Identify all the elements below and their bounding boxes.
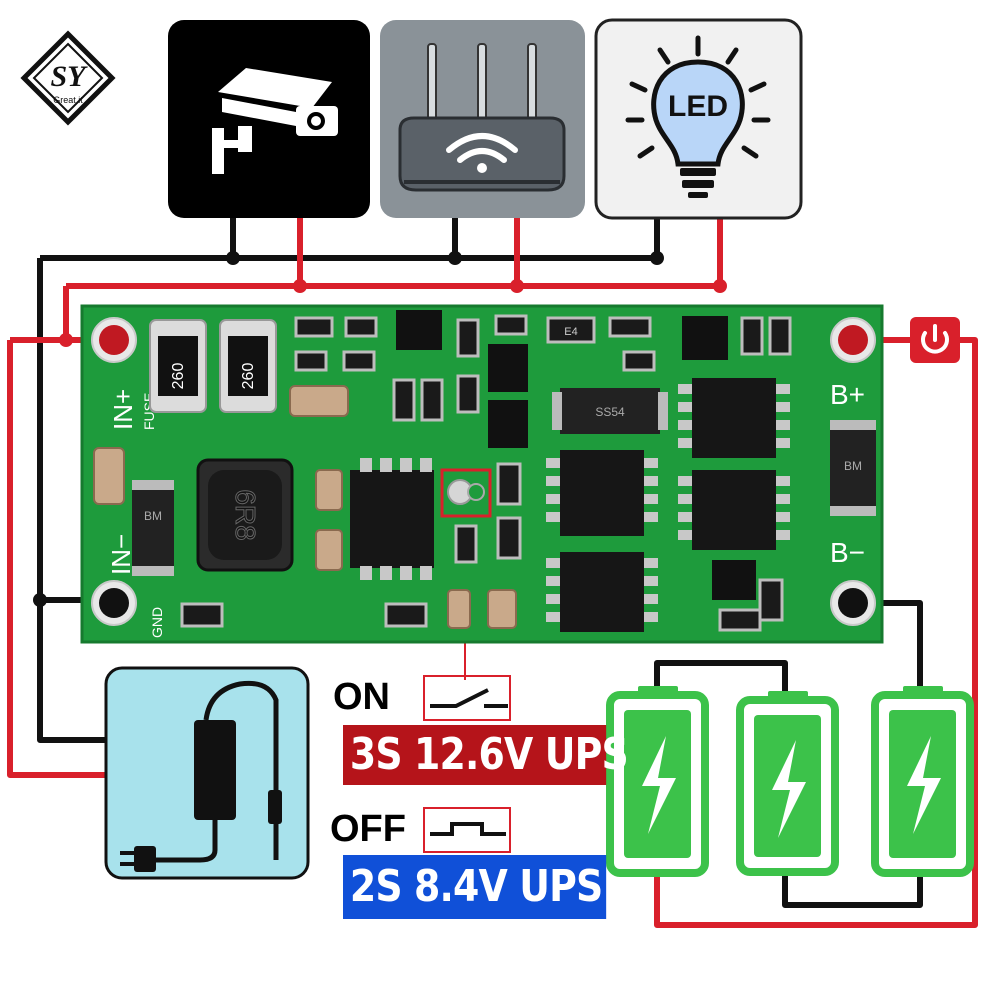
mode-2s-label: 2S 8.4V UPS <box>343 855 607 919</box>
battery-icon <box>736 691 839 876</box>
svg-text:E4: E4 <box>564 326 577 338</box>
capacitors <box>93 385 517 629</box>
svg-text:SS54: SS54 <box>595 405 625 419</box>
label-in-plus: IN+ <box>108 389 138 430</box>
diode: BM <box>830 420 876 516</box>
switch-off-label: OFF <box>330 808 406 850</box>
label-b-plus: B+ <box>830 379 865 410</box>
logo-tagline: Great it <box>53 95 83 105</box>
led-text: LED <box>668 90 728 123</box>
svg-text:260: 260 <box>240 363 257 390</box>
inductor: 6R8 <box>196 458 294 572</box>
mode-3s-label: 3S 12.6V UPS <box>343 725 629 785</box>
schottky-diode: SS54 <box>552 388 668 434</box>
brand-logo: SY Great it <box>20 30 116 126</box>
batteries <box>606 686 974 877</box>
label-gnd: GND <box>149 607 165 638</box>
battery-icon <box>871 686 974 877</box>
label-b-minus: B− <box>830 537 865 568</box>
label-in-minus: IN− <box>106 534 136 575</box>
e4-part: E4 <box>546 316 596 344</box>
logo-letters: SY <box>50 60 88 93</box>
ups-pcb-board: IN+ FUSE IN− GND B+ B− 260 260 6R8 BM <box>80 304 884 644</box>
led-bulb-icon: LED <box>594 18 803 220</box>
ic-chips <box>350 378 790 632</box>
power-adapter-icon <box>104 666 310 880</box>
wifi-router-icon <box>380 20 585 218</box>
diode: BM <box>132 480 174 576</box>
fuse-component: 260 <box>219 319 277 413</box>
svg-text:BM: BM <box>844 459 862 473</box>
switch-off-symbol <box>423 807 511 853</box>
cctv-camera-icon <box>168 20 370 218</box>
svg-text:BM: BM <box>144 509 162 523</box>
switch-on-symbol <box>423 675 511 721</box>
mode-jumper-pad[interactable] <box>440 468 492 518</box>
battery-icon <box>606 686 709 877</box>
smd-parts: E4 <box>180 310 792 632</box>
wires <box>7 215 978 928</box>
svg-text:260: 260 <box>170 363 187 390</box>
fuse-component: 260 <box>149 319 207 413</box>
switch-on-label: ON <box>333 676 390 718</box>
power-icon <box>910 317 960 363</box>
svg-text:6R8: 6R8 <box>230 489 261 540</box>
